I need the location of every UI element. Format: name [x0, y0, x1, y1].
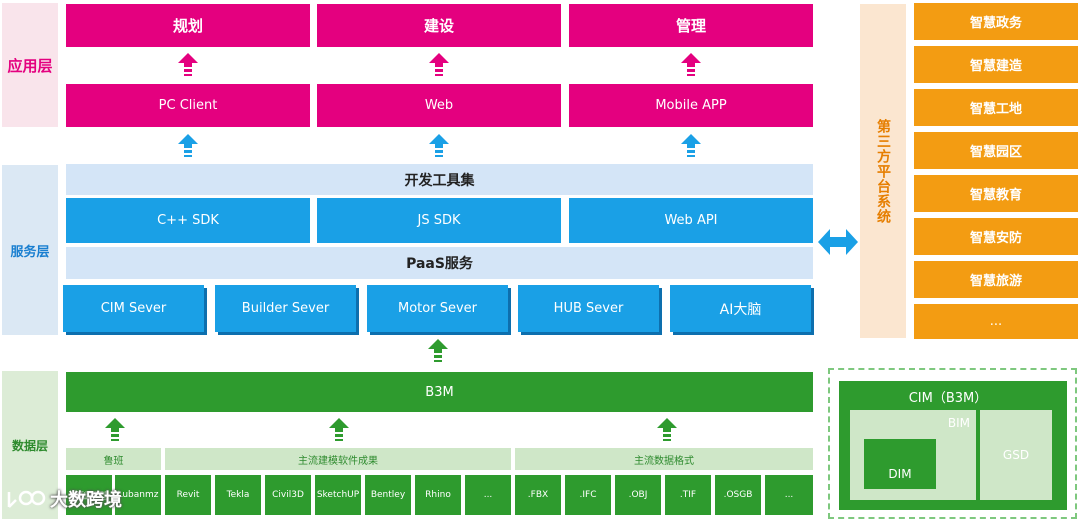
up-arrow-icon — [657, 418, 677, 441]
format-item: Lubanmz — [115, 475, 161, 515]
server-hub: HUB Sever — [518, 285, 659, 332]
double-arrow-icon — [818, 229, 858, 255]
smart-item: 智慧旅游 — [914, 261, 1078, 298]
dim-box: DIM — [864, 439, 936, 489]
up-arrow-icon — [429, 53, 449, 76]
cim-title: CIM（B3M） — [908, 391, 988, 406]
format-item: SketchUP — [315, 475, 361, 515]
third-party-panel: 第三方平台系统 — [860, 4, 906, 338]
format-item: ... — [465, 475, 511, 515]
dev-tools-bar: 开发工具集 — [66, 164, 813, 195]
client-pc: PC Client — [66, 84, 310, 127]
format-item: Revit — [165, 475, 211, 515]
server-builder: Builder Sever — [215, 285, 356, 332]
smart-item: 智慧园区 — [914, 132, 1078, 169]
format-item: Tekla — [215, 475, 261, 515]
format-item: .FBX — [515, 475, 561, 515]
category-modeling: 主流建模软件成果 — [165, 448, 511, 470]
layer-application-label: 应用层 — [7, 56, 53, 75]
layer-service-label: 服务层 — [10, 244, 50, 260]
layer-service: 服务层 — [2, 165, 58, 335]
layer-application: 应用层 — [2, 3, 58, 127]
layer-data-label: 数据层 — [11, 438, 48, 453]
sdk-cpp: C++ SDK — [66, 198, 310, 243]
client-mobile: Mobile APP — [569, 84, 813, 127]
format-item: Bentley — [365, 475, 411, 515]
b3m-bar: B3M — [66, 372, 813, 412]
format-item: .TIF — [665, 475, 711, 515]
third-party-label: 第三方平台系统 — [875, 118, 891, 224]
category-luban: 鲁班 — [66, 448, 161, 470]
smart-item: 智慧教育 — [914, 175, 1078, 212]
up-arrow-icon — [681, 53, 701, 76]
format-item: 基础模型 — [66, 475, 112, 515]
server-motor: Motor Sever — [367, 285, 508, 332]
smart-item: 智慧安防 — [914, 218, 1078, 255]
smart-item: ... — [914, 304, 1078, 339]
format-item: .OBJ — [615, 475, 661, 515]
up-arrow-icon — [429, 134, 449, 157]
watermark-logo-icon — [7, 490, 46, 508]
app-construction: 建设 — [317, 4, 561, 47]
watermark-text: 大数跨境 — [50, 490, 122, 511]
client-web: Web — [317, 84, 561, 127]
gsd-label: GSD — [1002, 448, 1030, 462]
app-management: 管理 — [569, 4, 813, 47]
watermark: 大数跨境 — [6, 486, 122, 512]
smart-item: 智慧工地 — [914, 89, 1078, 126]
server-cim: CIM Sever — [63, 285, 204, 332]
gsd-box: GSD — [980, 410, 1052, 500]
up-arrow-icon — [105, 418, 125, 441]
up-arrow-icon — [329, 418, 349, 441]
sdk-js: JS SDK — [317, 198, 561, 243]
format-item: Civil3D — [265, 475, 311, 515]
bim-label: BIM — [947, 416, 970, 430]
app-planning: 规划 — [66, 4, 310, 47]
sdk-web-api: Web API — [569, 198, 813, 243]
format-item: ... — [765, 475, 813, 515]
format-item: .OSGB — [715, 475, 761, 515]
smart-item: 智慧建造 — [914, 46, 1078, 83]
smart-item: 智慧政务 — [914, 3, 1078, 40]
up-arrow-icon — [178, 134, 198, 157]
paas-bar: PaaS服务 — [66, 247, 813, 279]
format-item: Rhino — [415, 475, 461, 515]
up-arrow-icon — [178, 53, 198, 76]
server-ai: AI大脑 — [670, 285, 811, 332]
cim-diagram — [828, 368, 1077, 519]
up-arrow-icon — [428, 339, 448, 362]
format-item: .IFC — [565, 475, 611, 515]
up-arrow-icon — [681, 134, 701, 157]
category-formats: 主流数据格式 — [515, 448, 813, 470]
dim-label: DIM — [888, 467, 912, 481]
